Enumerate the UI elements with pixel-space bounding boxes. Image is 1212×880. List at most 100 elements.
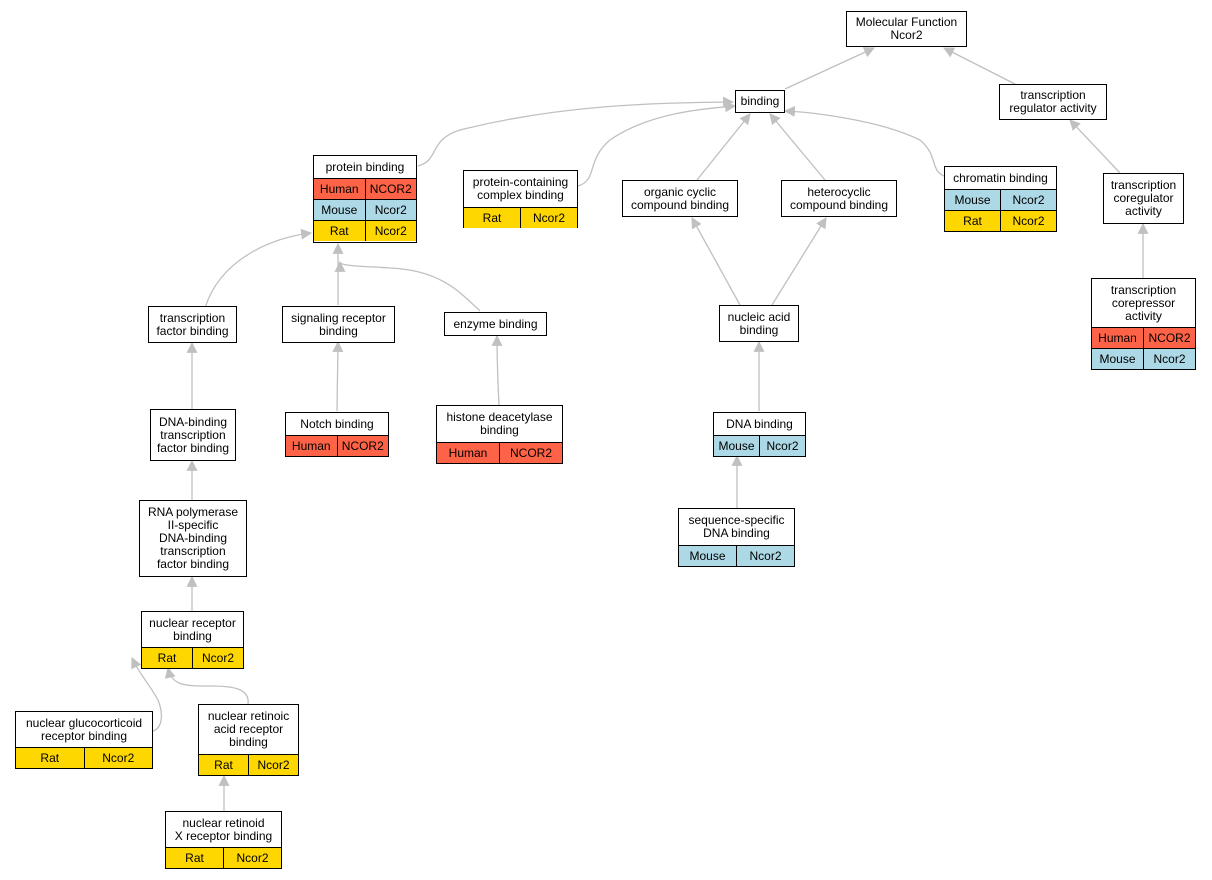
node-nuclear-receptor-binding[interactable]: nuclear receptor binding Rat Ncor2 xyxy=(141,611,244,669)
edge-hcb-to-binding xyxy=(769,113,826,181)
annotation-row-human: Human NCOR2 xyxy=(1092,327,1195,348)
species-label: Rat xyxy=(329,223,349,238)
node-histone-deacetylase-binding-annotations: Human NCOR2 xyxy=(437,442,562,463)
gene-symbol: NCOR2 xyxy=(1143,328,1195,348)
species-label: Mouse xyxy=(954,192,991,207)
species-label: Rat xyxy=(157,650,177,665)
node-histone-deacetylase-binding[interactable]: histone deacetylase binding Human NCOR2 xyxy=(436,405,563,464)
gene-symbol: Ncor2 xyxy=(364,200,417,220)
node-dna-binding-transcription-factor-binding[interactable]: DNA-binding transcription factor binding xyxy=(150,409,236,461)
gene-symbol: Ncor2 xyxy=(83,748,153,768)
node-dna-binding-transcription-factor-binding-title: DNA-binding transcription factor binding xyxy=(156,414,230,455)
node-transcription-corepressor-activity-title: transcription corepressor activity xyxy=(1110,282,1177,323)
node-molecular-function-title: Molecular Function Ncor2 xyxy=(855,15,958,42)
gene-symbol: Ncor2 xyxy=(364,221,417,241)
node-nuclear-retinoid-x-receptor-binding-title: nuclear retinoid X receptor binding xyxy=(174,815,273,843)
node-signaling-receptor-binding[interactable]: signaling receptor binding xyxy=(282,306,395,343)
annotation-row-mouse: Mouse Ncor2 xyxy=(1092,348,1195,369)
node-dna-binding-title: DNA binding xyxy=(726,416,793,431)
annotation-row-mouse: Mouse Ncor2 xyxy=(679,545,794,566)
node-transcription-regulator-activity-title: transcription regulator activity xyxy=(1009,88,1097,115)
node-notch-binding-title: Notch binding xyxy=(300,416,374,431)
node-nuclear-glucocorticoid-receptor-binding-annotations: Rat Ncor2 xyxy=(16,747,152,768)
node-nuclear-receptor-binding-title: nuclear receptor binding xyxy=(149,615,236,643)
node-transcription-corepressor-activity[interactable]: transcription corepressor activity Human… xyxy=(1091,278,1196,370)
node-binding-title: binding xyxy=(740,94,780,108)
node-nuclear-retinoic-acid-receptor-binding-title: nuclear retinoic acid receptor binding xyxy=(207,709,290,749)
node-enzyme-binding[interactable]: enzyme binding xyxy=(444,312,547,336)
node-transcription-coregulator-activity-title: transcription coregulator activity xyxy=(1110,178,1177,218)
node-rna-polymerase-ii-dna-binding-tf-binding-title: RNA polymerase II-specific DNA-binding t… xyxy=(147,505,239,571)
gene-symbol: Ncor2 xyxy=(1000,190,1056,210)
gene-symbol: Ncor2 xyxy=(1000,211,1056,231)
gene-symbol: Ncor2 xyxy=(1143,349,1195,369)
node-organic-cyclic-compound-binding[interactable]: organic cyclic compound binding xyxy=(622,180,738,217)
node-molecular-function[interactable]: Molecular Function Ncor2 xyxy=(846,11,967,47)
annotation-row-rat: Rat Ncor2 xyxy=(464,207,577,228)
edge-nab-to-hcb xyxy=(771,217,827,306)
annotation-row-mouse: Mouse Ncor2 xyxy=(314,199,416,220)
node-heterocyclic-compound-binding-title: heterocyclic compound binding xyxy=(789,184,889,212)
node-nuclear-glucocorticoid-receptor-binding[interactable]: nuclear glucocorticoid receptor binding … xyxy=(15,711,153,769)
annotation-row-human: Human NCOR2 xyxy=(437,442,562,463)
species-label: Mouse xyxy=(321,202,358,217)
node-heterocyclic-compound-binding[interactable]: heterocyclic compound binding xyxy=(781,180,897,217)
node-enzyme-binding-title: enzyme binding xyxy=(453,316,538,331)
species-label: Mouse xyxy=(689,548,726,563)
species-label: Mouse xyxy=(1099,351,1136,366)
species-label: Rat xyxy=(185,850,204,865)
edge-eb-to-pb xyxy=(334,260,481,312)
species-label: Human xyxy=(291,438,331,453)
edge-nab-to-occb xyxy=(691,217,741,306)
gene-symbol: Ncor2 xyxy=(248,755,298,775)
node-histone-deacetylase-binding-title: histone deacetylase binding xyxy=(446,410,553,437)
species-label: Rat xyxy=(482,210,502,225)
gene-symbol: Ncor2 xyxy=(192,648,243,668)
node-transcription-factor-binding-title: transcription factor binding xyxy=(156,310,229,338)
node-nuclear-retinoic-acid-receptor-binding[interactable]: nuclear retinoic acid receptor binding R… xyxy=(198,704,299,776)
gene-symbol: Ncor2 xyxy=(736,546,794,566)
node-organic-cyclic-compound-binding-title: organic cyclic compound binding xyxy=(630,184,730,212)
node-protein-containing-complex-binding-title: protein-containing complex binding xyxy=(472,175,569,202)
node-notch-binding[interactable]: Notch binding Human NCOR2 xyxy=(285,412,389,457)
edge-tfb-to-pb xyxy=(204,228,313,309)
node-nuclear-glucocorticoid-receptor-binding-title: nuclear glucocorticoid receptor binding xyxy=(25,715,143,743)
node-protein-containing-complex-binding[interactable]: protein-containing complex binding Rat Nc… xyxy=(463,170,578,228)
annotation-row-rat: Rat Ncor2 xyxy=(314,220,416,241)
gene-symbol: NCOR2 xyxy=(499,443,562,463)
edge-chb-to-binding xyxy=(783,105,945,177)
edge-hdb-to-eb xyxy=(491,334,503,406)
annotation-row-human: Human NCOR2 xyxy=(286,435,388,456)
node-transcription-coregulator-activity[interactable]: transcription coregulator activity xyxy=(1103,173,1184,224)
node-protein-containing-complex-binding-annotations: Rat Ncor2 xyxy=(464,207,577,228)
node-nuclear-receptor-binding-annotations: Rat Ncor2 xyxy=(142,647,243,668)
node-protein-binding-title: protein binding xyxy=(325,159,405,174)
annotation-row-mouse: Mouse Ncor2 xyxy=(945,189,1056,210)
annotation-row-rat: Rat Ncor2 xyxy=(142,647,243,668)
node-rna-polymerase-ii-dna-binding-tf-binding[interactable]: RNA polymerase II-specific DNA-binding t… xyxy=(139,500,247,577)
gene-symbol: NCOR2 xyxy=(336,436,389,456)
node-chromatin-binding-title: chromatin binding xyxy=(953,170,1048,185)
species-label: Human xyxy=(1098,330,1137,345)
node-signaling-receptor-binding-title: signaling receptor binding xyxy=(291,310,386,338)
species-label: Rat xyxy=(40,750,60,765)
node-nucleic-acid-binding[interactable]: nucleic acid binding xyxy=(719,305,799,342)
species-label: Human xyxy=(448,445,488,460)
node-binding[interactable]: binding xyxy=(735,90,785,113)
gene-symbol: Ncor2 xyxy=(520,208,577,228)
node-transcription-factor-binding[interactable]: transcription factor binding xyxy=(148,306,237,343)
node-transcription-regulator-activity[interactable]: transcription regulator activity xyxy=(999,84,1107,120)
edge-tca-to-tra xyxy=(1069,119,1121,174)
edge-nrarb-to-nrb xyxy=(164,666,249,705)
